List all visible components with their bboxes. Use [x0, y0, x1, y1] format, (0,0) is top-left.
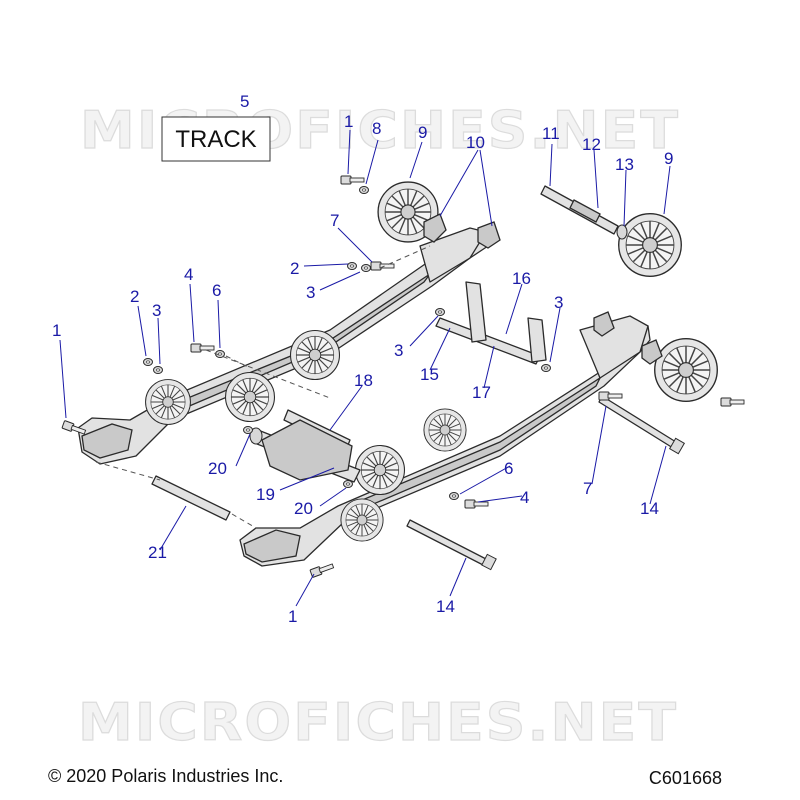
callout-13: 13	[615, 155, 634, 174]
nut-2-top	[347, 262, 357, 270]
callout-7-top: 7	[330, 211, 339, 230]
spacer-rod	[151, 475, 231, 521]
bolt-rear-right	[720, 397, 745, 407]
callout-15: 15	[420, 365, 439, 384]
wheel-left-mid	[224, 371, 276, 423]
washer-8	[359, 186, 369, 194]
callout-14-bottom: 14	[436, 597, 455, 616]
callout-labels: 5 1 8 9 10 11 12 13 9 7 2 3 4 6 2 3 1 16…	[52, 92, 673, 626]
bolt-1-top	[340, 175, 365, 185]
callout-3-top: 3	[306, 283, 315, 302]
track-label: TRACK	[175, 126, 256, 153]
front-cross-shaft	[435, 281, 547, 365]
nut-2-left	[143, 358, 153, 366]
washer-3-right	[541, 364, 551, 372]
callout-1-bottom: 1	[288, 607, 297, 626]
callout-4-right: 4	[520, 488, 529, 507]
callout-21: 21	[148, 543, 167, 562]
idler-wheel-right	[653, 337, 719, 403]
idler-wheel-upper-right	[617, 212, 683, 278]
callout-8: 8	[372, 119, 381, 138]
washer-3-left	[153, 366, 163, 374]
wheel-right-upper	[423, 408, 467, 452]
callout-2-top: 2	[290, 259, 299, 278]
assembly-lines	[95, 245, 431, 529]
stop-block-rear	[593, 311, 615, 337]
callout-1-left: 1	[52, 321, 61, 340]
track-label-box: TRACK	[161, 116, 271, 162]
callout-12: 12	[582, 135, 601, 154]
callout-1-top: 1	[344, 112, 353, 131]
leader-lines	[59, 129, 671, 607]
callout-3-mid: 3	[394, 341, 403, 360]
washer-3-mid	[435, 308, 445, 316]
washer-20-upper	[243, 426, 253, 434]
callout-2-left: 2	[130, 287, 139, 306]
callout-5: 5	[240, 92, 249, 111]
callout-9-right: 9	[664, 149, 673, 168]
rear-torque-arm	[249, 409, 361, 483]
wheel-left-rear	[289, 329, 341, 381]
stop-block-left	[423, 213, 447, 243]
callout-6-right: 6	[504, 459, 513, 478]
washer-20-lower	[343, 480, 353, 488]
bolt-4-left	[190, 343, 215, 353]
washer-6-right	[449, 492, 459, 500]
washer-3-top	[361, 264, 371, 272]
callout-9-top: 9	[418, 123, 427, 142]
callout-3-left: 3	[152, 301, 161, 320]
callout-7-right: 7	[583, 479, 592, 498]
callout-20-right: 20	[294, 499, 313, 518]
diagram-code: C601668	[649, 768, 722, 788]
callout-14-right: 14	[640, 499, 659, 518]
footer: © 2020 Polaris Industries Inc. C601668	[48, 766, 722, 788]
callout-3-right: 3	[554, 293, 563, 312]
callout-10: 10	[466, 133, 485, 152]
wheel-right-mid	[354, 444, 406, 496]
wheel-left-front	[145, 379, 191, 425]
callout-16: 16	[512, 269, 531, 288]
long-bolt-upper	[598, 395, 686, 455]
stop-block-right	[477, 221, 501, 249]
callout-20-left: 20	[208, 459, 227, 478]
wheel-right-front	[340, 498, 384, 542]
watermark-bottom: MICROFICHES.NET	[77, 692, 678, 753]
callout-19: 19	[256, 485, 275, 504]
stop-block-rear-2	[641, 339, 663, 365]
callout-11: 11	[542, 124, 560, 143]
svg-text:MICROFICHES.NET: MICROFICHES.NET	[78, 693, 678, 753]
long-bolt-lower	[406, 519, 497, 571]
callout-18: 18	[354, 371, 373, 390]
callout-17: 17	[472, 383, 491, 402]
rear-axle	[540, 185, 628, 240]
bolt-7-right	[598, 391, 623, 401]
copyright-text: © 2020 Polaris Industries Inc.	[48, 766, 283, 786]
callout-6-left: 6	[212, 281, 221, 300]
callout-4-left: 4	[184, 265, 193, 284]
